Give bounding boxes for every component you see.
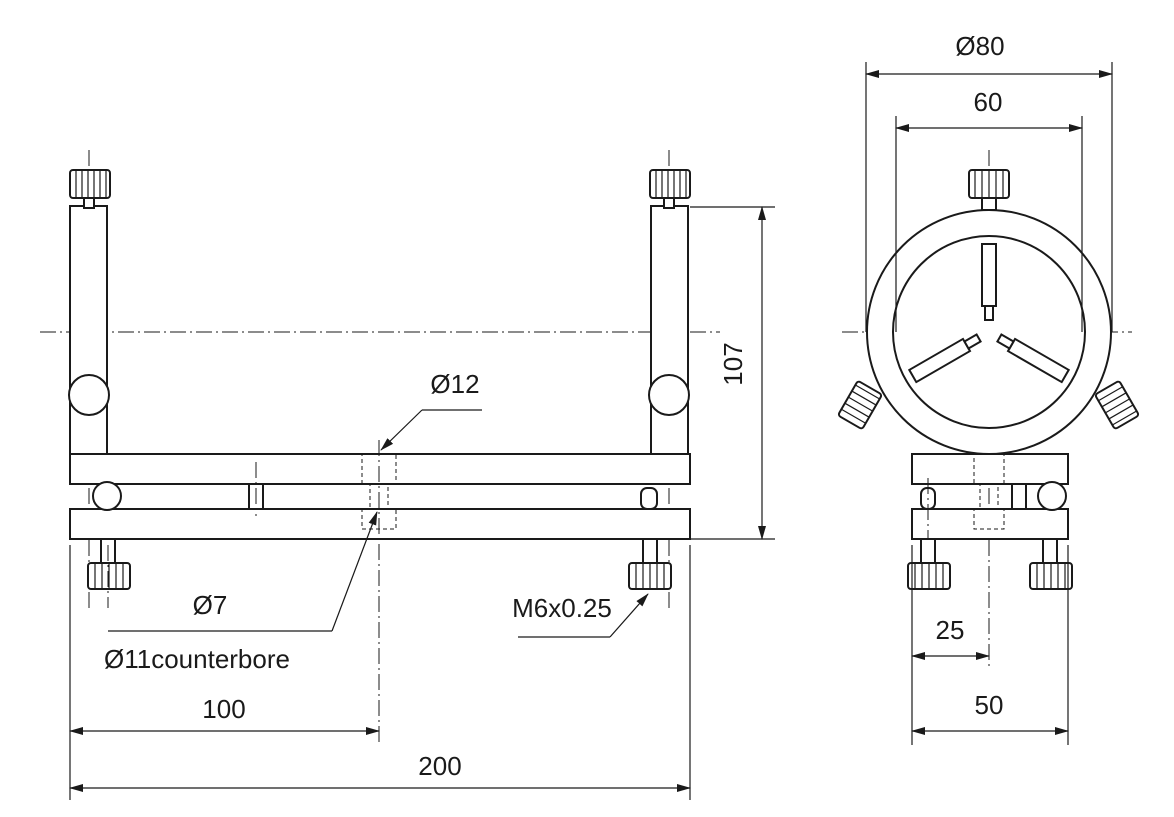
right-ball-icon [648,374,690,416]
leader-d12 [380,409,423,451]
side-upper-plate [911,453,1069,485]
dim-50-label: 50 [975,690,1004,720]
side-spacer-ball-icon [1037,481,1067,511]
lower-plate [69,508,691,540]
label-m6: M6x0.25 [512,593,612,623]
inner-ring [892,235,1086,429]
dim-60-label: 60 [974,87,1003,117]
dim-100-label: 100 [202,694,245,724]
leader-m6 [609,593,649,638]
spacer-ball-icon [92,481,122,511]
upper-plate [69,453,691,485]
label-d12: Ø12 [430,369,479,399]
pin-right [640,487,658,510]
right-post [648,150,691,610]
dim-25-label: 25 [936,615,965,645]
top-screw [981,243,997,307]
dim-d80-label: Ø80 [955,31,1004,61]
dim-200-label: 200 [418,751,461,781]
label-d7: Ø7 [193,590,228,620]
left-post [68,150,111,610]
left-ball-icon [68,374,110,416]
leader-d7 [331,511,378,632]
side-view: Ø80 60 25 50 [837,31,1140,745]
front-view: 200 100 107 Ø12 Ø7 Ø11counterbore M6x0.2… [40,150,775,800]
label-counterbore: Ø11counterbore [104,644,290,674]
dim-107-label: 107 [718,342,748,385]
side-lower-plate [911,508,1069,540]
